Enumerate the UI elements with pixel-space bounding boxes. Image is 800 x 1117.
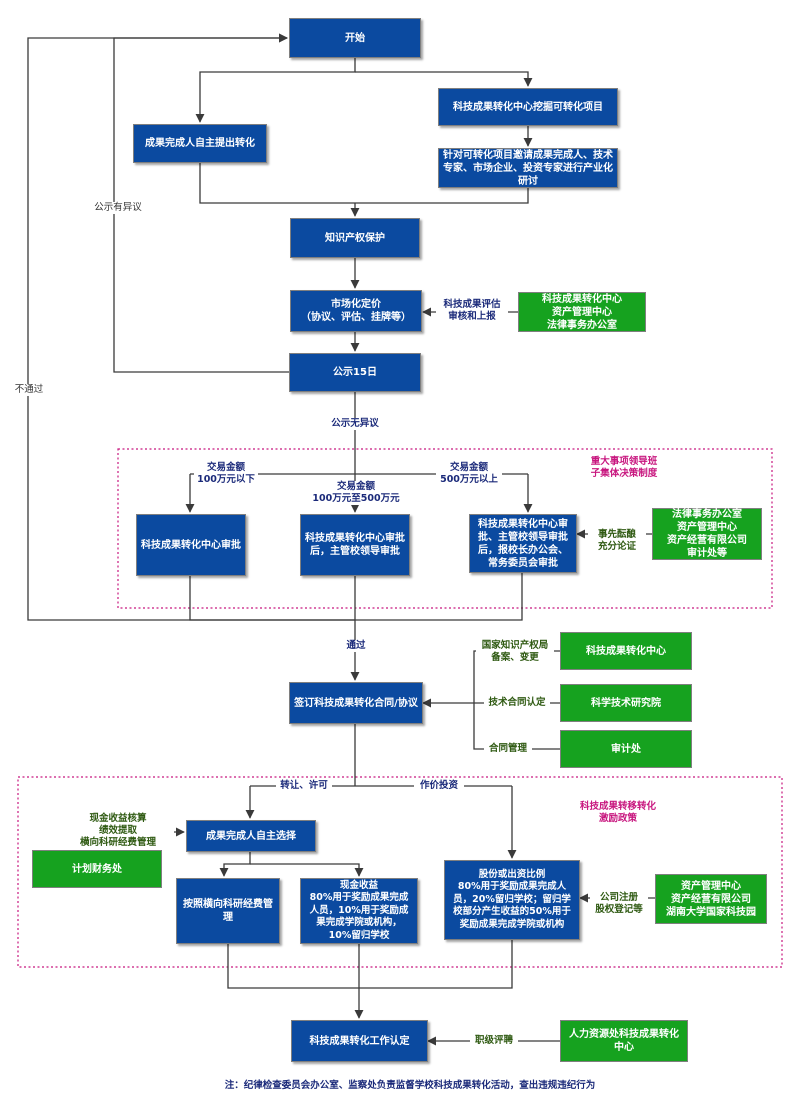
conv-center-node: 科技成果转化中心: [560, 632, 692, 670]
department-group-3: 资产管理中心 资产经营有限公司 湖南大学国家科技园: [655, 874, 767, 924]
label-cash-accounting: 现金收益核算 绩效提取 横向科研经费管理: [62, 813, 174, 849]
department-group-2: 法律事务办公室 资产管理中心 资产经营有限公司 审计处等: [652, 508, 762, 560]
label-prior-review: 事先酝酿 充分论证: [588, 529, 646, 553]
label-major-decision: 重大事项领导班 子集体决策制度: [590, 456, 658, 479]
invite-review-node: 针对可转化项目邀请成果完成人、技术专家、市场企业、投资专家进行产业化研讨: [438, 148, 618, 188]
self-propose-node: 成果完成人自主提出转化: [133, 124, 267, 163]
approve-mid-node: 科技成果转化中心审批后，主管校领导审批: [300, 514, 410, 576]
sci-institute-node: 科学技术研究院: [560, 684, 692, 722]
label-eval-report: 科技成果评估 审核和上报: [436, 299, 508, 323]
label-title-eval: 职级评聘: [470, 1035, 518, 1047]
department-group-1: 科技成果转化中心 资产管理中心 法律事务办公室: [518, 292, 646, 332]
approve-small-node: 科技成果转化中心审批: [136, 514, 246, 576]
market-pricing-node: 市场化定价 （协议、评估、挂牌等）: [290, 290, 422, 332]
approve-large-node: 科技成果转化中心审批、主管校领导审批后，报校长办公会、常务委员会审批: [469, 514, 577, 573]
equity-invest-node: 股份或出资比例 80%用于奖励成果完成人员，20%留归学校；留归学校部分产生收益…: [444, 860, 580, 940]
label-ip-filing: 国家知识产权局 备案、变更: [476, 640, 554, 664]
hr-group-node: 人力资源处科技成果转化中心: [560, 1020, 688, 1062]
label-tech-contract: 技术合同认定: [484, 697, 550, 709]
label-passed: 通过: [342, 640, 370, 652]
finance-office-node: 计划财务处: [32, 850, 162, 888]
work-recognition-node: 科技成果转化工作认定: [291, 1020, 428, 1062]
sign-contract-node: 签订科技成果转化合同/协议: [289, 682, 423, 724]
label-company-reg: 公司注册 股权登记等: [590, 892, 648, 916]
label-amount-small: 交易金额 100万元以下: [194, 462, 258, 486]
label-transfer-license: 转让、许可: [276, 780, 332, 792]
ip-protect-node: 知识产权保护: [290, 218, 420, 258]
label-incentive-policy: 科技成果转移转化 激励政策: [579, 801, 656, 824]
label-amount-large: 交易金额 500万元以上: [436, 462, 502, 486]
decision-frame-top: [117, 448, 773, 609]
footnote: 注：纪律检查委员会办公室、监察处负责监督学校科技成果转化活动，查出违规违纪行为: [224, 1080, 596, 1091]
label-equity-investment: 作价投资: [414, 780, 464, 792]
label-contract-mgmt: 合同管理: [484, 743, 532, 755]
cash-income-node: 现金收益 80%用于奖励成果完成人员，10%用于奖励成果完成学院或机构，10%留…: [300, 878, 418, 944]
audit-office-node: 审计处: [560, 730, 692, 768]
label-amount-mid: 交易金额 100万元至500万元: [310, 481, 402, 505]
label-not-passed: 不通过: [10, 384, 48, 396]
horizontal-fund-node: 按照横向科研经费管理: [176, 878, 280, 944]
mine-projects-node: 科技成果转化中心挖掘可转化项目: [438, 88, 618, 126]
self-choose-node: 成果完成人自主选择: [186, 820, 316, 852]
label-no-objection: 公示无异议: [322, 418, 388, 430]
publicity-node: 公示15日: [289, 353, 421, 392]
start-node: 开始: [289, 18, 421, 58]
label-objection: 公示有异议: [88, 202, 148, 214]
